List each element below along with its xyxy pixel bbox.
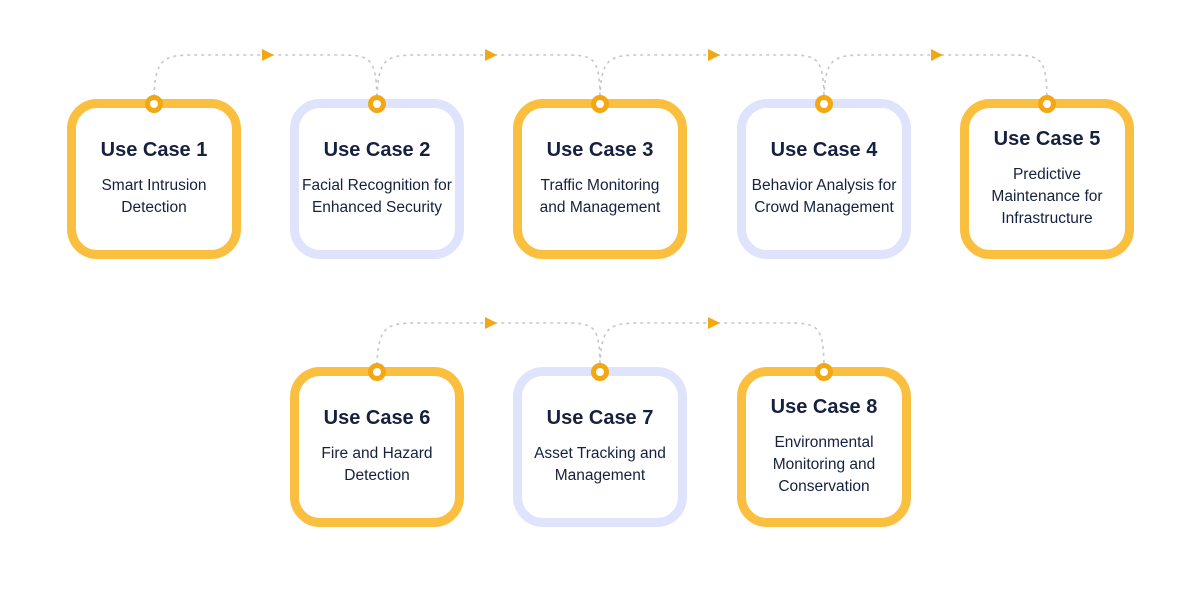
card-description: Facial Recognition for Enhanced Security xyxy=(302,177,452,216)
connector-2-3 xyxy=(376,54,601,105)
arrow-head-icon xyxy=(931,49,943,61)
use-case-card-8: Use Case 8 Environmental Monitoring and … xyxy=(737,367,911,527)
connector-1-2 xyxy=(153,54,378,105)
card-title: Use Case 7 xyxy=(546,407,654,429)
use-case-card-7: Use Case 7 Asset Tracking and Management xyxy=(513,367,687,527)
card-description: Behavior Analysis for Crowd Management xyxy=(751,177,897,216)
connector-4-5 xyxy=(823,54,1048,105)
connector-node-dot xyxy=(815,95,833,113)
arrow-head-icon xyxy=(262,49,274,61)
connector-node-dot xyxy=(591,363,609,381)
connector-6-7 xyxy=(376,322,601,373)
card-title: Use Case 6 xyxy=(323,407,431,429)
card-description: Predictive Maintenance for Infrastructur… xyxy=(991,166,1103,227)
arrow-head-icon xyxy=(485,317,497,329)
card-description: Asset Tracking and Management xyxy=(534,445,666,484)
card-title: Use Case 1 xyxy=(100,139,208,161)
connector-node-dot xyxy=(591,95,609,113)
use-case-card-1: Use Case 1 Smart Intrusion Detection xyxy=(67,99,241,259)
use-case-card-2: Use Case 2 Facial Recognition for Enhanc… xyxy=(290,99,464,259)
connector-node-dot xyxy=(368,95,386,113)
use-case-card-3: Use Case 3 Traffic Monitoring and Manage… xyxy=(513,99,687,259)
card-description: Smart Intrusion Detection xyxy=(101,177,207,216)
arrow-head-icon xyxy=(485,49,497,61)
connector-7-8 xyxy=(599,322,825,373)
card-description: Environmental Monitoring and Conservatio… xyxy=(772,434,876,495)
arrow-head-icon xyxy=(708,49,720,61)
connector-node-dot xyxy=(815,363,833,381)
card-title: Use Case 5 xyxy=(993,128,1101,150)
connector-3-4 xyxy=(599,54,825,105)
use-case-card-4: Use Case 4 Behavior Analysis for Crowd M… xyxy=(737,99,911,259)
card-title: Use Case 4 xyxy=(770,139,878,161)
card-title: Use Case 2 xyxy=(323,139,431,161)
arrow-head-icon xyxy=(708,317,720,329)
use-case-card-5: Use Case 5 Predictive Maintenance for In… xyxy=(960,99,1134,259)
use-case-card-6: Use Case 6 Fire and Hazard Detection xyxy=(290,367,464,527)
card-description: Traffic Monitoring and Management xyxy=(539,177,661,216)
connector-node-dot xyxy=(1038,95,1056,113)
card-description: Fire and Hazard Detection xyxy=(321,445,433,484)
connector-node-dot xyxy=(145,95,163,113)
card-title: Use Case 3 xyxy=(546,139,654,161)
card-title: Use Case 8 xyxy=(770,396,878,418)
connector-node-dot xyxy=(368,363,386,381)
